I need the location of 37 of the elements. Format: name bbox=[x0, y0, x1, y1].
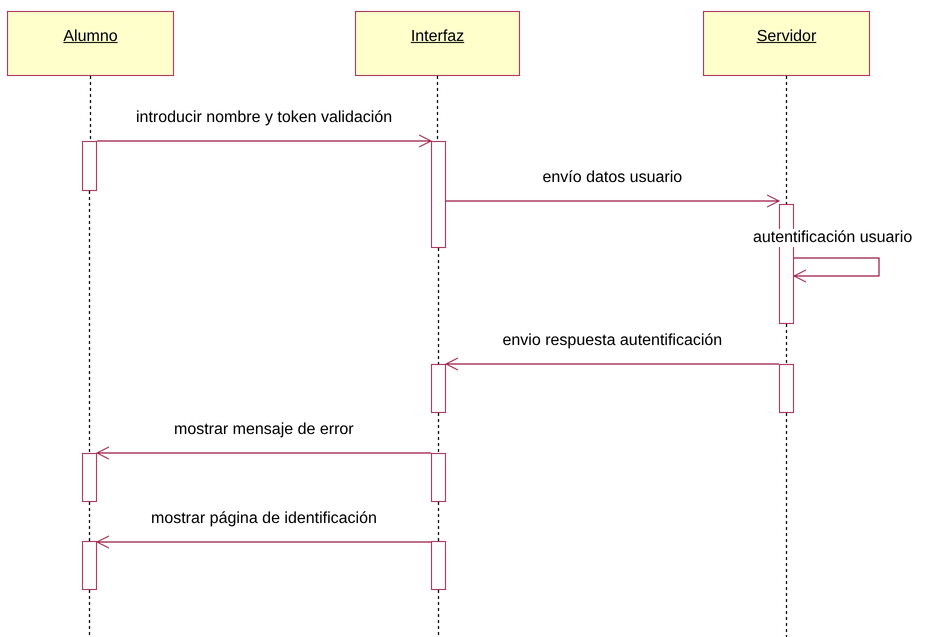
activation-bar bbox=[82, 541, 97, 590]
lifeline bbox=[90, 76, 92, 141]
activation-bar bbox=[82, 141, 97, 191]
message-arrow bbox=[96, 536, 431, 548]
lifeline bbox=[786, 324, 788, 364]
lifeline-head-box bbox=[703, 11, 870, 76]
activation-bar bbox=[431, 453, 446, 502]
activation-bar bbox=[431, 364, 446, 413]
lifeline bbox=[438, 248, 440, 364]
message-label: envio respuesta autentificación bbox=[502, 332, 724, 350]
self-message-arrow bbox=[794, 257, 880, 282]
message-arrow bbox=[96, 446, 431, 460]
lifeline bbox=[88, 191, 90, 453]
lifeline bbox=[436, 76, 438, 141]
message-label: mostrar página de identificación bbox=[150, 510, 378, 528]
lifeline bbox=[88, 502, 90, 541]
lifeline bbox=[786, 413, 788, 637]
participant-name: Interfaz bbox=[410, 28, 466, 46]
lifeline-head-box bbox=[7, 11, 174, 76]
message-arrow bbox=[446, 194, 780, 208]
activation-bar bbox=[779, 364, 794, 413]
activation-bar bbox=[431, 541, 446, 590]
message-label: mostrar mensaje de error bbox=[173, 421, 355, 439]
lifeline bbox=[438, 413, 440, 453]
lifeline bbox=[88, 590, 90, 637]
message-arrow bbox=[446, 358, 779, 370]
activation-bar bbox=[431, 141, 446, 248]
lifeline-head-box bbox=[355, 11, 520, 76]
lifeline bbox=[438, 590, 440, 637]
participant-name: Alumno bbox=[62, 28, 119, 46]
message-arrow bbox=[97, 134, 432, 148]
lifeline bbox=[786, 76, 788, 204]
message-label: autentificación usuario bbox=[752, 229, 914, 247]
lifeline bbox=[438, 502, 440, 541]
activation-bar bbox=[82, 453, 97, 502]
message-label: introducir nombre y token validación bbox=[135, 109, 394, 127]
participant-name: Servidor bbox=[756, 28, 818, 46]
